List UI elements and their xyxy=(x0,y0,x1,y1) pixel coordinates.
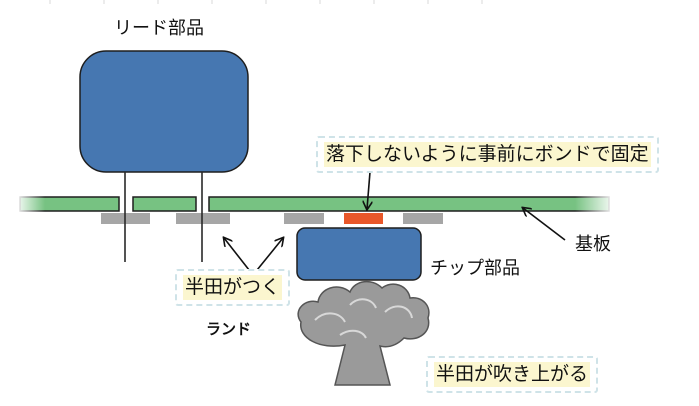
bond-callout: 落下しないように事前にボンドで固定 xyxy=(316,136,659,173)
arrow-board xyxy=(523,208,566,241)
land-2 xyxy=(176,213,230,224)
land-label: ランド xyxy=(206,320,252,338)
solder-attaches-text: 半田がつく xyxy=(183,275,283,300)
lead-component-body xyxy=(79,50,249,173)
land-3 xyxy=(284,213,324,224)
board-segment-right xyxy=(208,196,610,212)
bond-adhesive xyxy=(344,213,383,224)
lead-wires xyxy=(124,172,203,262)
board-label: 基板 xyxy=(575,234,611,255)
board-fade-right xyxy=(575,195,615,213)
solder-attaches-callout: 半田がつく xyxy=(175,269,291,306)
top-ticks xyxy=(49,0,483,4)
arrows xyxy=(224,171,566,276)
arrow-bond xyxy=(367,171,370,209)
board-fade-left xyxy=(15,195,45,213)
chip-component-label: チップ部品 xyxy=(430,258,520,279)
smoke-cloud-icon xyxy=(297,280,430,386)
lead-component-label: リード部品 xyxy=(114,18,204,39)
solder-blows-up-text: 半田が吹き上がる xyxy=(434,362,591,387)
bond-callout-text: 落下しないように事前にボンドで固定 xyxy=(324,142,651,167)
solder-blows-up-callout: 半田が吹き上がる xyxy=(426,356,599,393)
chip-component-body xyxy=(296,227,422,281)
land-4 xyxy=(403,213,443,224)
board xyxy=(19,196,610,212)
lands xyxy=(101,213,443,224)
board-segment-middle xyxy=(132,196,197,212)
arrow-solder-left xyxy=(224,238,254,276)
arrow-solder-right xyxy=(252,238,283,276)
